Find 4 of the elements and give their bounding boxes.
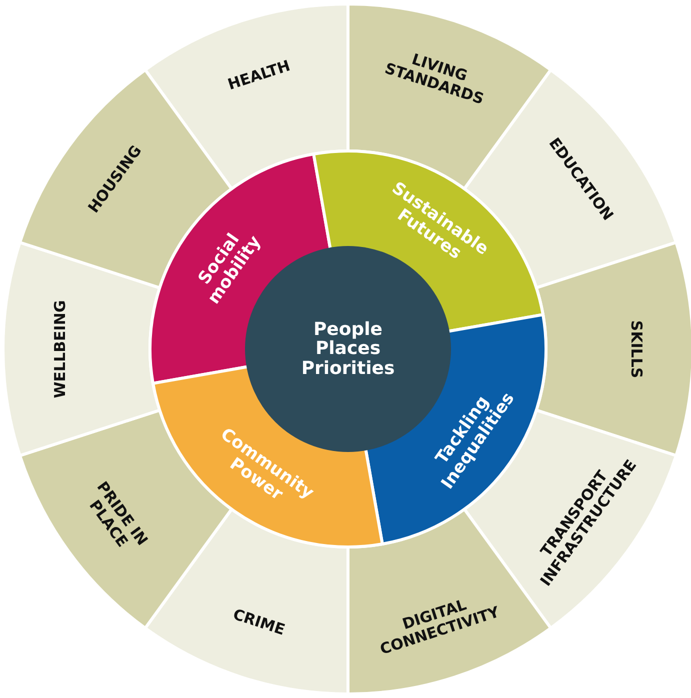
outcome-label: CRIME <box>230 604 288 642</box>
outcome-label: SKILLS <box>628 318 644 380</box>
outcome-label: WELLBEING <box>52 298 68 400</box>
center-title: People Places Priorities <box>300 320 396 379</box>
